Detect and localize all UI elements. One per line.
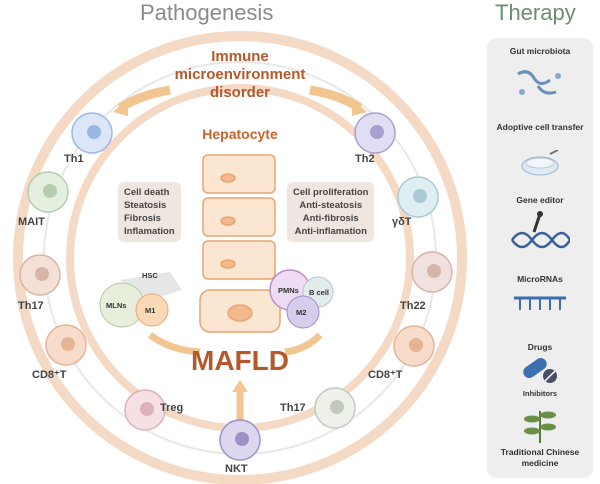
cell-nucleus — [409, 338, 423, 352]
immune-cell — [314, 387, 356, 429]
therapy-label: MicroRNAs — [517, 274, 563, 284]
cell-label: CD8⁺T — [368, 369, 403, 381]
pathology-box-right: Cell proliferation Anti-steatosis Anti-f… — [287, 182, 375, 242]
immune-disorder-text: Immune microenvironment disorder — [140, 48, 340, 102]
bacteria-icon — [510, 62, 570, 102]
cell-nucleus — [87, 125, 101, 139]
pathology-item: Inflamation — [124, 226, 175, 237]
pathology-item: Fibrosis — [124, 213, 161, 224]
immune-line-2: microenvironment — [174, 66, 306, 83]
immune-cell — [71, 112, 113, 154]
cell-nucleus — [427, 264, 441, 278]
therapy-label: Gene editor — [516, 195, 564, 205]
outer-ring — [13, 31, 467, 484]
pmns-label: PMNs — [278, 286, 299, 295]
immune-cell — [219, 419, 261, 461]
immune-cell — [397, 176, 439, 218]
immune-cell — [354, 112, 396, 154]
immune-cell — [19, 254, 61, 296]
cell-label: Th1 — [64, 153, 84, 165]
protection-item: Anti-fibrosis — [302, 213, 359, 224]
therapy-label: Adoptive cell transfer — [496, 122, 584, 132]
mafld-title: MAFLD — [191, 345, 289, 376]
immune-cell — [411, 251, 453, 293]
therapy-label: Traditional Chinese medicine — [500, 447, 580, 468]
cell-nucleus — [235, 432, 249, 446]
cell-label: NKT — [225, 463, 248, 475]
cell-nucleus — [330, 400, 344, 414]
therapy-sublabel: Inhibitors — [522, 389, 558, 398]
protection-item: Anti-steatosis — [299, 200, 363, 211]
m1-label: M1 — [145, 306, 156, 315]
immune-cell — [124, 389, 166, 431]
petri-dish-icon — [510, 149, 570, 178]
immune-cell — [393, 325, 435, 367]
cell-label: Th17 — [280, 402, 306, 414]
microrna-icon — [510, 288, 570, 316]
immune-line-1: Immune — [211, 48, 269, 65]
hepatocyte-stack — [199, 154, 281, 333]
cell-label: Th17 — [18, 300, 44, 312]
bcell-label: B cell — [309, 288, 330, 297]
cell-nucleus — [370, 125, 384, 139]
arrow-left-mafld — [147, 332, 201, 356]
cell-label: Treg — [160, 402, 184, 414]
cell-nucleus — [413, 189, 427, 203]
therapy-label: Drugs — [527, 342, 553, 352]
therapy-panel — [487, 38, 593, 478]
pathology-item: Cell death — [124, 187, 170, 198]
cell-nucleus — [140, 402, 154, 416]
pathology-box-left: Cell death Steatosis Fibrosis Inflamatio… — [118, 182, 181, 242]
pills-icon — [510, 356, 570, 386]
dna-scissors-icon — [510, 210, 572, 252]
cell-label: Th2 — [355, 153, 375, 165]
protection-item: Anti-inflamation — [294, 226, 367, 237]
arrow-right-mafld — [284, 332, 323, 356]
therapy-title: Therapy — [495, 0, 576, 25]
m2-cell — [286, 295, 320, 329]
cell-nucleus — [43, 184, 57, 198]
immune-line-3: disorder — [209, 84, 270, 101]
hsc-cell — [120, 272, 182, 300]
protection-item: Cell proliferation — [293, 187, 369, 198]
hsc-label: HSC — [142, 271, 158, 280]
mlns-label: MLNs — [106, 301, 127, 310]
cell-label: Th22 — [400, 300, 426, 312]
immune-cell — [27, 171, 69, 213]
cell-nucleus — [61, 337, 75, 351]
m2-label: M2 — [296, 308, 307, 317]
pathology-item: Steatosis — [124, 200, 167, 211]
therapy-label: Gut microbiota — [509, 46, 571, 56]
immune-cell — [45, 324, 87, 366]
arrowhead-right-top — [352, 98, 367, 116]
arrowhead-up-mafld — [232, 380, 248, 392]
arrowhead-left-top — [113, 98, 128, 116]
cell-label: MAIT — [18, 216, 45, 228]
hepatocyte-title: Hepatocyte — [202, 126, 278, 142]
cell-label: CD8⁺T — [32, 369, 67, 381]
m1-cell — [135, 293, 169, 327]
herb-icon — [510, 405, 570, 443]
cell-nucleus — [35, 267, 49, 281]
pathogenesis-title: Pathogenesis — [140, 0, 274, 25]
cell-label: γδT — [392, 216, 412, 228]
